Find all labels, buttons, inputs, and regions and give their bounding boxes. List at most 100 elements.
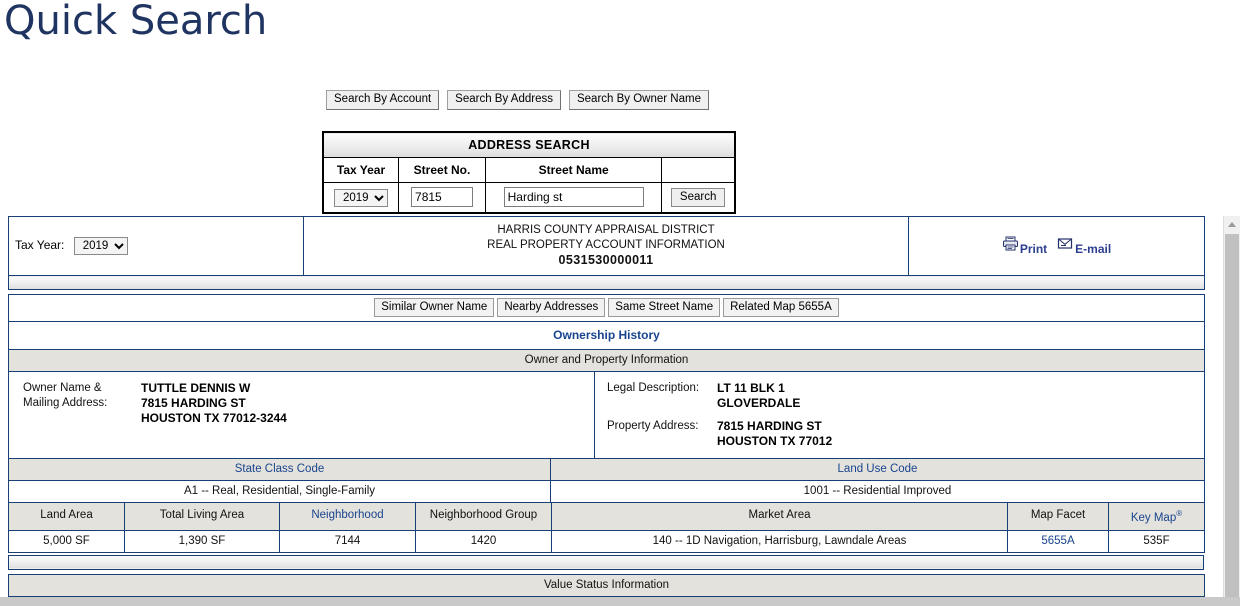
col-header-market-area: Market Area <box>551 502 1008 531</box>
window-bottom-edge <box>0 597 1240 606</box>
owner-section-heading-row: Owner and Property Information <box>8 349 1205 372</box>
owner-line-3: HOUSTON TX 77012-3244 <box>141 411 287 425</box>
legal-description-label: Legal Description: <box>607 382 700 394</box>
agency-name-line: HARRIS COUNTY APPRAISAL DISTRICT <box>497 224 715 236</box>
property-line-1: 7815 HARDING ST <box>717 419 822 433</box>
legal-description-value: LT 11 BLK 1 GLOVERDALE <box>717 381 800 411</box>
chevron-up-icon <box>1228 221 1236 227</box>
legal-line-1: LT 11 BLK 1 <box>717 381 785 395</box>
scroll-up-button[interactable] <box>1224 216 1240 232</box>
tax-year-header-cell: Tax Year: 2019 <box>8 216 304 276</box>
account-number: 0531530000011 <box>558 253 654 267</box>
related-map-button[interactable]: Related Map 5655A <box>723 298 839 317</box>
area-value-row: 5,000 SF 1,390 SF 7144 1420 140 -- 1D Na… <box>8 529 1205 553</box>
value-market-area: 140 -- 1D Navigation, Harrisburg, Lawnda… <box>551 529 1008 553</box>
vertical-scrollbar[interactable] <box>1223 216 1240 606</box>
col-header-land-area: Land Area <box>8 502 125 531</box>
related-buttons-cell: Similar Owner Name Nearby Addresses Same… <box>8 294 1205 322</box>
street-name-cell <box>485 182 663 213</box>
code-header-row: State Class Code Land Use Code <box>8 458 1205 481</box>
area-table: Land Area Total Living Area Neighborhood… <box>8 502 1205 553</box>
report-type-line: REAL PROPERTY ACCOUNT INFORMATION <box>487 239 725 251</box>
ownership-history-row: Ownership History <box>8 321 1205 350</box>
street-no-cell <box>398 182 487 213</box>
agency-title-cell: HARRIS COUNTY APPRAISAL DISTRICT REAL PR… <box>303 216 909 276</box>
value-key-map: 535F <box>1108 529 1205 553</box>
col-header-neighborhood[interactable]: Neighborhood <box>279 502 416 531</box>
owner-property-table: Owner Name & Mailing Address: TUTTLE DEN… <box>8 371 1205 459</box>
tax-year-select[interactable]: 2019 <box>334 188 388 207</box>
value-status-heading: Value Status Information <box>8 573 1205 597</box>
tax-year-label: Tax Year: <box>15 238 65 252</box>
search-mode-buttons: Search By Account Search By Address Sear… <box>326 90 709 110</box>
printer-icon <box>1002 236 1019 256</box>
page-title: Quick Search <box>4 0 268 44</box>
land-use-code-header[interactable]: Land Use Code <box>550 458 1205 481</box>
owner-value: TUTTLE DENNIS W 7815 HARDING ST HOUSTON … <box>141 381 287 426</box>
ownership-history-cell: Ownership History <box>8 321 1205 350</box>
result-tax-year-select[interactable]: 2019 <box>73 237 128 255</box>
value-map-facet[interactable]: 5655A <box>1007 529 1109 553</box>
email-action[interactable]: E-mail <box>1057 237 1111 256</box>
legal-property-cell: Legal Description: LT 11 BLK 1 GLOVERDAL… <box>594 371 1205 459</box>
area-header-row: Land Area Total Living Area Neighborhood… <box>8 502 1205 531</box>
property-address-value: 7815 HARDING ST HOUSTON TX 77012 <box>717 419 832 449</box>
value-land-area: 5,000 SF <box>8 529 125 553</box>
email-label: E-mail <box>1075 242 1112 256</box>
col-header-street-name: Street Name <box>485 157 663 183</box>
state-class-code-header[interactable]: State Class Code <box>8 458 551 481</box>
owner-section-heading: Owner and Property Information <box>8 349 1205 372</box>
col-header-action <box>661 157 735 183</box>
registered-mark-icon: ® <box>1176 509 1183 518</box>
address-search-caption: ADDRESS SEARCH <box>323 132 735 158</box>
owner-label: Owner Name & Mailing Address: <box>23 381 141 426</box>
col-header-tax-year: Tax Year <box>322 157 400 183</box>
envelope-icon <box>1057 237 1074 256</box>
owner-property-row: Owner Name & Mailing Address: TUTTLE DEN… <box>8 371 1205 459</box>
similar-owner-name-button[interactable]: Similar Owner Name <box>374 298 495 317</box>
search-by-owner-name-button[interactable]: Search By Owner Name <box>568 90 709 110</box>
owner-name-address-cell: Owner Name & Mailing Address: TUTTLE DEN… <box>8 371 595 459</box>
col-header-street-no: Street No. <box>398 157 487 183</box>
street-name-input[interactable] <box>503 187 644 207</box>
gradient-spacer-2 <box>8 554 1204 570</box>
code-table: State Class Code Land Use Code A1 -- Rea… <box>8 458 1205 503</box>
property-line-2: HOUSTON TX 77012 <box>717 434 833 448</box>
owner-label-line2: Mailing Address: <box>23 397 108 409</box>
search-by-address-button[interactable]: Search By Address <box>447 90 561 110</box>
state-class-code-value: A1 -- Real, Residential, Single-Family <box>8 480 551 503</box>
header-actions-cell: Print E-mail <box>908 216 1205 276</box>
print-label: Print <box>1019 242 1048 256</box>
search-button[interactable]: Search <box>670 188 726 207</box>
account-result-panel: Tax Year: 2019 HARRIS COUNTY APPRAISAL D… <box>8 216 1240 606</box>
key-map-text: Key Map <box>1130 511 1177 524</box>
scrollbar-thumb[interactable] <box>1225 234 1239 602</box>
search-by-account-button[interactable]: Search By Account <box>326 90 440 110</box>
tax-year-cell: 2019 <box>322 182 400 213</box>
col-header-key-map[interactable]: Key Map® <box>1108 502 1205 531</box>
value-neighborhood-group: 1420 <box>415 529 552 553</box>
thin-gap-row-1 <box>8 289 1205 295</box>
col-header-neighborhood-group: Neighborhood Group <box>415 502 552 531</box>
code-value-row: A1 -- Real, Residential, Single-Family 1… <box>8 480 1205 503</box>
gradient-spacer-table <box>8 554 1204 570</box>
print-action[interactable]: Print <box>1002 236 1047 256</box>
owner-line-2: 7815 HARDING ST <box>141 396 246 410</box>
same-street-name-button[interactable]: Same Street Name <box>608 298 721 317</box>
owner-label-line1: Owner Name & <box>23 382 102 394</box>
address-search-form: ADDRESS SEARCH Tax Year Street No. Stree… <box>322 131 736 214</box>
nearby-addresses-button[interactable]: Nearby Addresses <box>497 298 606 317</box>
street-no-input[interactable] <box>411 187 474 207</box>
account-header-row: Tax Year: 2019 HARRIS COUNTY APPRAISAL D… <box>8 216 1205 276</box>
property-address-label: Property Address: <box>607 420 699 432</box>
ownership-history-link[interactable]: Ownership History <box>553 328 660 342</box>
value-neighborhood: 7144 <box>279 529 416 553</box>
search-action-cell: Search <box>661 182 735 213</box>
gradient-spacer-row-1 <box>8 275 1205 290</box>
gradient-spacer-1 <box>8 275 1205 290</box>
col-header-total-living-area: Total Living Area <box>124 502 280 531</box>
legal-line-2: GLOVERDALE <box>717 396 801 410</box>
owner-line-1: TUTTLE DENNIS W <box>141 381 251 395</box>
value-status-heading-row: Value Status Information <box>8 573 1205 597</box>
